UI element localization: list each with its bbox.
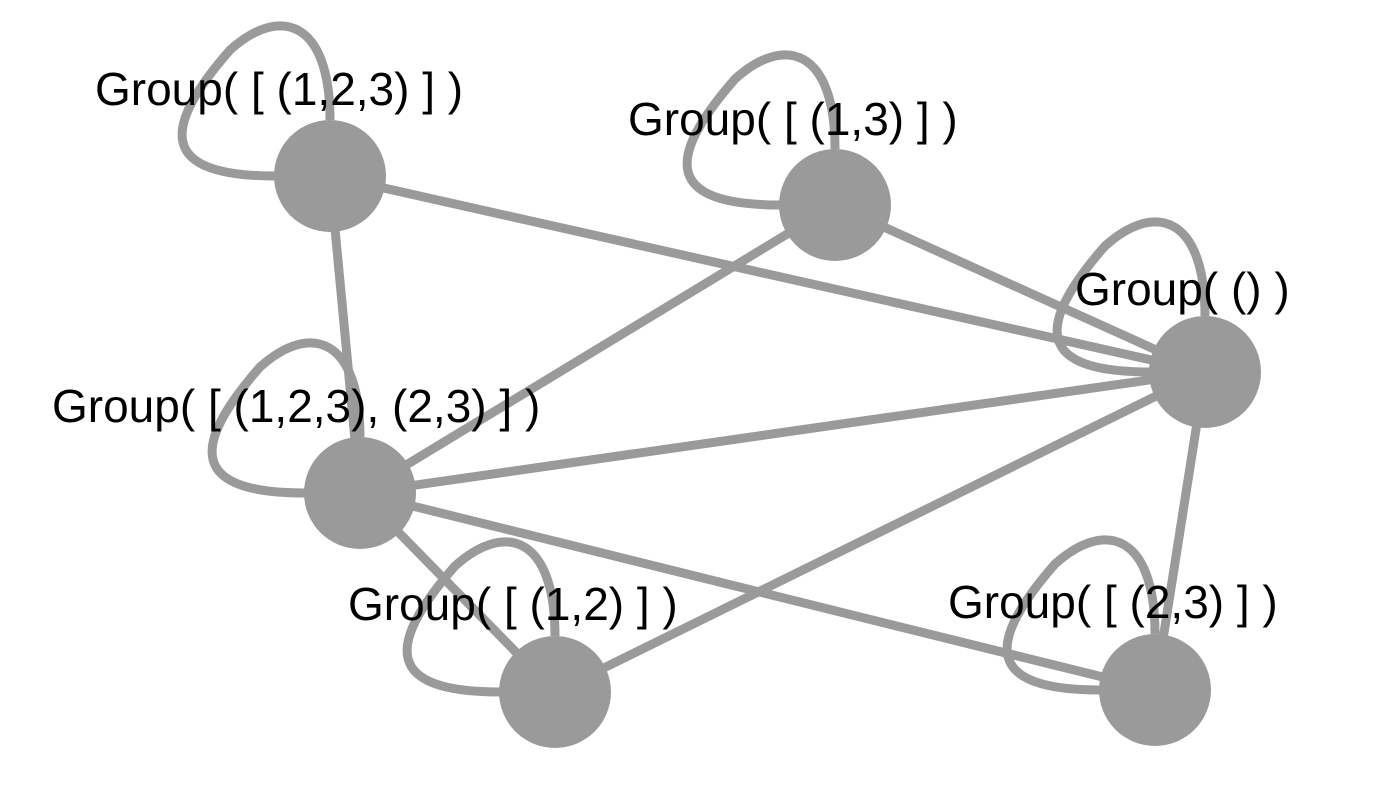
graph-node-A[interactable] — [274, 120, 386, 232]
graph-node-C[interactable] — [1149, 316, 1261, 428]
labels-layer: Group( [ (1,2,3) ] ) Group( [ (1,3) ] ) Gr… — [52, 63, 1290, 630]
self-loop-A — [177, 21, 335, 181]
node-label-F: Group( [ (2,3) ] ) — [948, 576, 1278, 628]
self-loop-C — [1052, 217, 1210, 377]
graph-node-B[interactable] — [779, 149, 891, 261]
node-label-C: Group( () ) — [1075, 263, 1290, 315]
self-loop-D — [207, 338, 365, 498]
edge-B-D — [357, 201, 838, 497]
node-label-B: Group( [ (1,3) ] ) — [628, 93, 958, 145]
edge-E-C — [553, 367, 1207, 697]
node-label-A: Group( [ (1,2,3) ] ) — [95, 63, 463, 115]
edge-B-C — [833, 200, 1207, 377]
nodes-layer — [274, 120, 1261, 748]
node-label-D: Group( [ (1,2,3), (2,3) ] ) — [52, 380, 540, 432]
self-loop-E — [402, 537, 560, 697]
node-label-E: Group( [ (1,2) ] ) — [348, 578, 678, 630]
edge-D-C — [359, 367, 1206, 498]
self-loops-layer — [177, 21, 1210, 697]
graph-node-D[interactable] — [304, 437, 416, 549]
graph-node-E[interactable] — [499, 636, 611, 748]
self-loop-B — [682, 50, 840, 210]
self-loop-F — [1002, 535, 1160, 695]
graph-node-F[interactable] — [1099, 634, 1211, 746]
